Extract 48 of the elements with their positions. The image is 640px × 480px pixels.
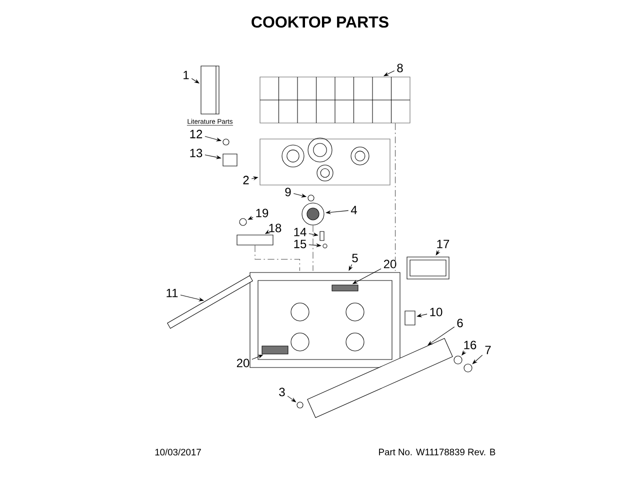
part-drawing — [239, 218, 247, 226]
footer-text: 10/03/2017 — [155, 448, 201, 456]
callout-number: 3 — [279, 388, 285, 396]
part-drawing — [260, 76, 410, 124]
part-drawing — [332, 284, 358, 292]
part-drawing — [404, 310, 416, 326]
callout-number: 6 — [457, 318, 463, 328]
part-drawing — [262, 346, 288, 354]
part-drawing — [308, 194, 314, 202]
part-drawing — [464, 364, 472, 372]
part-drawing — [454, 356, 462, 364]
part-drawing — [260, 138, 390, 186]
callout-number: 13 — [190, 148, 202, 158]
callout-number: 4 — [350, 206, 357, 214]
callout-number: 5 — [352, 254, 358, 262]
part-drawing — [302, 202, 324, 226]
callout-number: 20 — [236, 358, 250, 368]
callout-number: 17 — [437, 240, 450, 248]
callout-number: 11 — [166, 288, 178, 298]
footer-text: Part No. W11178839 Rev. B — [379, 448, 496, 456]
callout-number: 9 — [285, 188, 291, 196]
callout-number: 20 — [384, 260, 396, 268]
part-drawing — [322, 244, 328, 248]
alignment-line — [254, 245, 300, 272]
callout-number: 15 — [294, 240, 306, 248]
callout-number: 2 — [243, 176, 249, 184]
callout-number: 16 — [464, 340, 476, 350]
callout-number: 10 — [430, 308, 442, 316]
part-drawing — [406, 256, 450, 280]
callout-number: 19 — [256, 208, 268, 218]
alignment-line — [312, 225, 314, 272]
part-drawing — [167, 275, 253, 329]
callout-number: 18 — [269, 224, 282, 232]
leader-line — [472, 354, 483, 364]
part-drawing — [296, 402, 304, 408]
callout-number: 12 — [190, 130, 202, 138]
part-drawing — [200, 66, 220, 114]
part-drawing — [222, 138, 230, 146]
callout-number: 7 — [485, 346, 491, 354]
part-drawing — [222, 154, 238, 166]
part-drawing — [320, 231, 324, 241]
callout-number: 14 — [294, 228, 306, 236]
callout-number: 8 — [397, 64, 403, 72]
callout-number: 1 — [184, 70, 189, 80]
part-drawing — [307, 338, 453, 418]
alignment-line — [395, 123, 396, 272]
title: COOKTOP PARTS — [252, 16, 388, 28]
part-drawing — [236, 234, 274, 246]
